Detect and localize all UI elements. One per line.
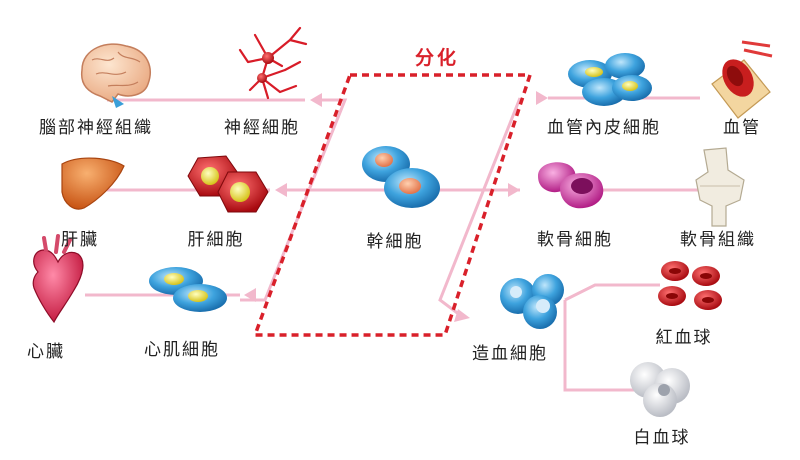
arrow-heads bbox=[244, 91, 548, 322]
line-right-cross bbox=[438, 97, 522, 317]
differentiation-title: 分化 bbox=[414, 47, 460, 69]
arrow-to-cardiomyocyte bbox=[244, 288, 256, 302]
cardiomyocyte-label: 心肌細胞 bbox=[144, 340, 220, 360]
line-neuron-cross bbox=[258, 98, 348, 302]
chondrocyte-cell-icon bbox=[538, 162, 604, 209]
hematopoietic-cell-icon bbox=[500, 274, 564, 329]
liver-icon bbox=[61, 157, 125, 210]
arrow-to-endothelial bbox=[536, 91, 548, 105]
hematopoietic-label: 造血細胞 bbox=[472, 344, 548, 364]
stem-cell-icon bbox=[362, 146, 440, 208]
red-blood-cell-icon bbox=[658, 261, 722, 310]
arrow-to-hematopoietic bbox=[454, 309, 470, 322]
hepatocyte-label: 肝細胞 bbox=[187, 230, 245, 250]
neuron-body-1-icon bbox=[262, 52, 274, 64]
brain-icon bbox=[80, 43, 151, 108]
cartilage-joint-icon bbox=[695, 147, 745, 227]
line-hema-up bbox=[564, 283, 660, 302]
cardiomyocyte-cell-icon bbox=[149, 267, 227, 312]
brain-tissue-label: 腦部神經組織 bbox=[39, 118, 153, 138]
endothelial-label: 血管內皮細胞 bbox=[547, 118, 661, 138]
wbc-label: 白血球 bbox=[633, 428, 691, 448]
white-blood-cell-icon bbox=[630, 362, 690, 417]
differentiation-frame bbox=[252, 73, 533, 337]
blood-vessel-icon bbox=[711, 40, 773, 119]
arrow-to-chondrocyte bbox=[508, 183, 520, 197]
liver-label: 肝臟 bbox=[61, 230, 99, 250]
neuron-label: 神經細胞 bbox=[224, 118, 300, 138]
stem-cell-label: 幹細胞 bbox=[366, 232, 424, 252]
rbc-label: 紅血球 bbox=[655, 328, 713, 348]
endothelial-cell-icon bbox=[568, 53, 652, 106]
line-hema-down bbox=[563, 300, 640, 392]
vessel-label: 血管 bbox=[723, 118, 761, 138]
chondrocyte-label: 軟骨細胞 bbox=[537, 230, 613, 250]
heart-icon bbox=[32, 234, 84, 324]
neuron-cell-icon bbox=[238, 26, 308, 100]
hepatocyte-cell-icon bbox=[187, 155, 269, 213]
neuron-body-2-icon bbox=[257, 73, 267, 83]
cartilage-tissue-label: 軟骨組織 bbox=[680, 230, 756, 250]
arrow-to-neuron bbox=[310, 93, 322, 107]
heart-label: 心臟 bbox=[27, 342, 65, 362]
arrow-to-hepatocyte bbox=[275, 183, 287, 197]
